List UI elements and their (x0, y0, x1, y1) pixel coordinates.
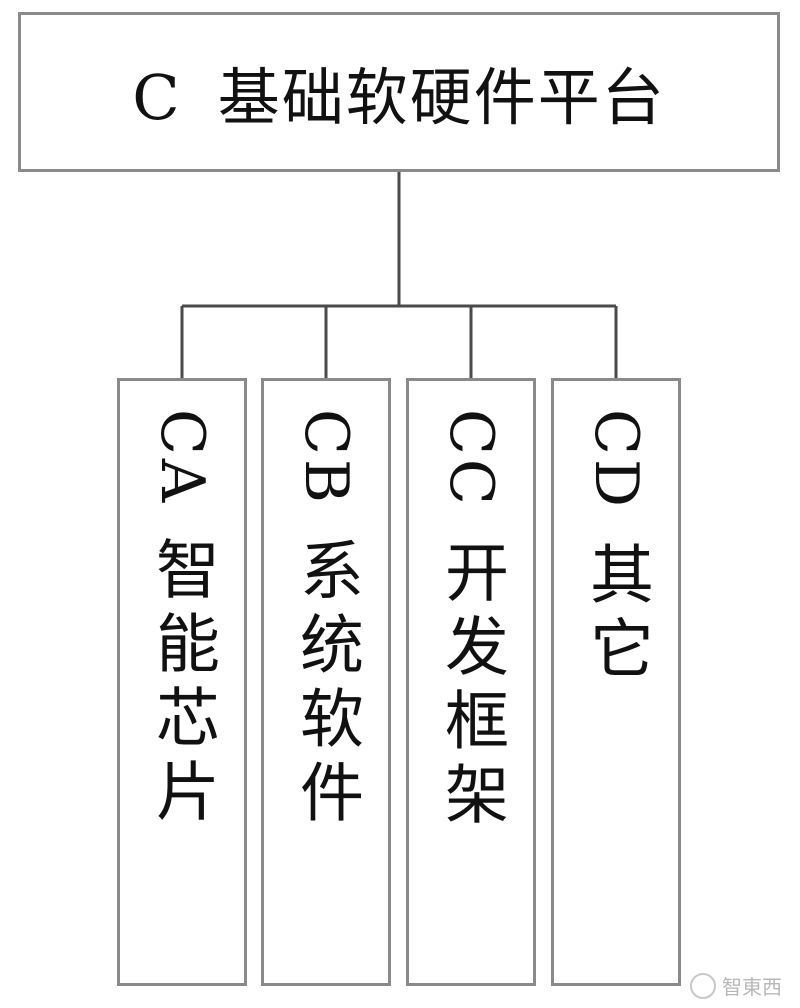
child-name: 系统软件 (289, 537, 363, 833)
child-name: 其它 (579, 541, 653, 690)
child-node-ca: CA 智能芯片 (117, 378, 247, 986)
logo-icon (690, 972, 716, 999)
child-code: CA (147, 409, 217, 507)
root-label: C 基础软硬件平台 (132, 47, 665, 137)
child-node-cb: CB 系统软件 (261, 378, 391, 986)
root-name: 基础软硬件平台 (217, 61, 666, 134)
watermark-text: 智東西 (722, 975, 782, 999)
child-code: CB (291, 409, 361, 507)
root-node: C 基础软硬件平台 (18, 12, 780, 172)
watermark: 智東西 (690, 971, 782, 1000)
child-name: 开发框架 (434, 538, 508, 835)
child-code: CD (581, 409, 651, 512)
root-code: C (132, 61, 182, 134)
child-node-cc: CC 开发框架 (406, 378, 536, 986)
child-node-cd: CD 其它 (551, 378, 681, 986)
child-code: CC (436, 409, 506, 509)
child-name: 智能芯片 (145, 536, 219, 833)
